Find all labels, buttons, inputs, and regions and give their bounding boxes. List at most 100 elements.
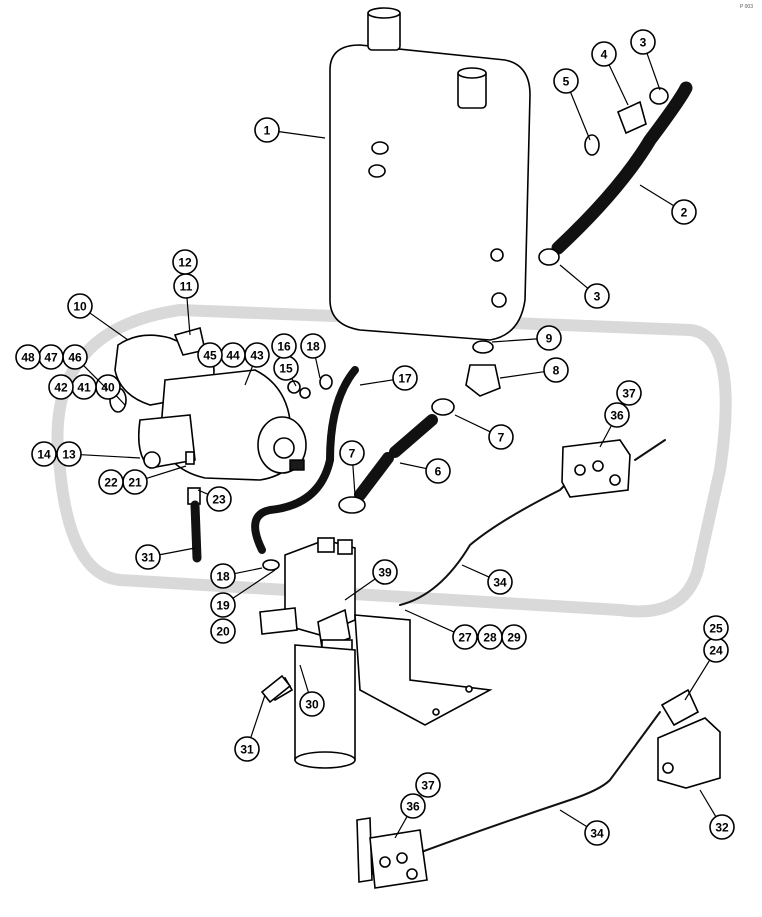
callout-24: 24 (703, 637, 729, 663)
callout-number: 8 (553, 364, 560, 378)
callout-circle (709, 814, 735, 840)
leader-line-3a (646, 53, 661, 91)
callout-circle (300, 333, 326, 359)
callout-circle (56, 441, 82, 467)
leader-line-17 (359, 379, 394, 386)
callout-layer: 1233456778910111213141516171818192021222… (15, 29, 735, 846)
callout-circle (591, 41, 617, 67)
clamp-block-upper (561, 439, 631, 498)
callout-36a: 36 (604, 402, 630, 428)
callout-number: 39 (378, 566, 392, 580)
callout-number: 18 (306, 340, 320, 354)
callout-circle (372, 559, 398, 585)
callout-number: 31 (141, 551, 155, 565)
callout-circle (392, 365, 418, 391)
valve-block (657, 688, 721, 789)
callout-number: 30 (305, 698, 319, 712)
callout-circle (31, 441, 57, 467)
callout-circle (671, 199, 697, 225)
callout-number: 37 (421, 779, 435, 793)
callout-number: 9 (546, 332, 553, 346)
leader-line-11 (186, 297, 191, 336)
leader-line-34a (461, 564, 490, 578)
leader-line-21 (146, 465, 187, 479)
callout-29: 29 (501, 624, 527, 650)
callout-39: 39 (372, 559, 398, 585)
callout-number: 37 (622, 387, 636, 401)
callout-number: 10 (73, 300, 87, 314)
callout-number: 44 (226, 349, 240, 363)
callout-circle (271, 333, 297, 359)
callout-37b: 37 (415, 772, 441, 798)
callout-number: 17 (398, 372, 412, 386)
callout-number: 1 (264, 124, 271, 138)
callout-21: 21 (122, 469, 148, 495)
callout-number: 3 (640, 36, 647, 50)
clamp-block-lower (356, 817, 428, 889)
callout-31b: 31 (234, 736, 260, 762)
callout-46: 46 (62, 344, 88, 370)
callout-number: 47 (44, 351, 58, 365)
callout-circle (210, 592, 236, 618)
callout-number: 4 (601, 48, 608, 62)
leader-line-36b (394, 816, 408, 839)
suction-hose (538, 81, 693, 266)
callout-9: 9 (536, 325, 562, 351)
callout-number: 45 (203, 349, 217, 363)
callout-45: 45 (197, 342, 223, 368)
callout-23: 23 (206, 486, 232, 512)
callout-circle (210, 618, 236, 644)
callout-34a: 34 (487, 569, 513, 595)
callout-circle (630, 29, 656, 55)
callout-37a: 37 (616, 380, 642, 406)
callout-number: 5 (563, 75, 570, 89)
callout-30: 30 (299, 691, 325, 717)
leader-line-8 (499, 371, 545, 379)
callout-number: 14 (37, 448, 51, 462)
callout-22: 22 (98, 469, 124, 495)
callout-number: 3 (594, 290, 601, 304)
callout-number: 2 (681, 206, 688, 220)
callout-11: 11 (173, 273, 199, 299)
callout-number: 20 (216, 625, 230, 639)
callout-circle (234, 736, 260, 762)
callout-34b: 34 (584, 820, 610, 846)
callout-number: 29 (507, 631, 521, 645)
callout-8: 8 (543, 357, 569, 383)
callout-43: 43 (244, 342, 270, 368)
leader-line-23 (197, 489, 209, 495)
callout-4: 4 (591, 41, 617, 67)
leader-line-18b (234, 567, 263, 575)
steel-lines (359, 439, 666, 881)
callout-number: 42 (54, 381, 68, 395)
callout-7b: 7 (339, 440, 365, 466)
callout-number: 24 (709, 644, 723, 658)
callout-number: 40 (101, 381, 115, 395)
callout-circle (206, 486, 232, 512)
leader-line-9 (491, 338, 538, 343)
callout-17: 17 (392, 365, 418, 391)
watermark (51, 303, 732, 618)
callout-number: 15 (279, 362, 293, 376)
callout-number: 19 (216, 599, 230, 613)
callout-circle (197, 342, 223, 368)
callout-40: 40 (95, 374, 121, 400)
leader-line-2 (639, 184, 675, 207)
callout-36b: 36 (400, 793, 426, 819)
leader-line-32 (699, 789, 717, 817)
callout-circle (254, 117, 280, 143)
callout-number: 36 (610, 409, 624, 423)
callout-circle (299, 691, 325, 717)
callout-1: 1 (254, 117, 280, 143)
callout-32: 32 (709, 814, 735, 840)
leader-line-1 (278, 131, 326, 139)
callout-circle (452, 624, 478, 650)
callout-44: 44 (220, 342, 246, 368)
callout-19: 19 (210, 592, 236, 618)
callout-14: 14 (31, 441, 57, 467)
callout-31a: 31 (135, 544, 161, 570)
callout-13: 13 (56, 441, 82, 467)
callout-27: 27 (452, 624, 478, 650)
callout-circle (487, 569, 513, 595)
callout-number: 32 (715, 821, 729, 835)
